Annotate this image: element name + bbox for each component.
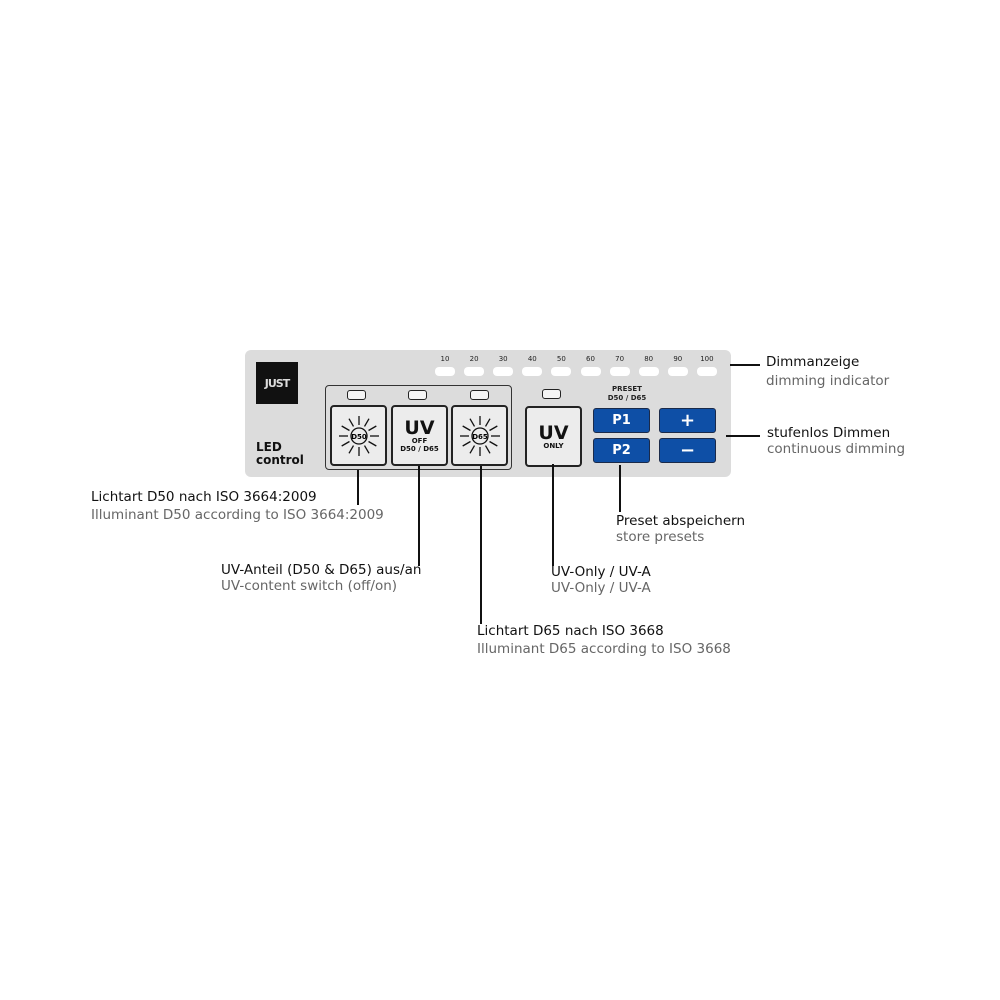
led-uv-only xyxy=(542,389,561,399)
dimming-scale-label: 100 xyxy=(700,355,714,363)
sun-ray xyxy=(461,424,471,431)
leader-line xyxy=(726,435,760,437)
callout-de: UV-Anteil (D50 & D65) aus/an xyxy=(221,562,422,578)
sun-ray xyxy=(340,424,350,431)
title-line2: control xyxy=(256,453,304,467)
sun-ray xyxy=(461,440,471,447)
callout-en: UV-Only / UV-A xyxy=(551,580,651,596)
leader-line xyxy=(480,466,482,624)
dimming-indicator-led xyxy=(580,367,601,376)
dimming-scale-label: 60 xyxy=(586,355,595,363)
preset-l2: D50 / D65 xyxy=(607,394,647,402)
dimming-scale-label: 90 xyxy=(673,355,683,363)
dim-down-button[interactable]: − xyxy=(659,438,716,463)
dimming-indicator-led xyxy=(609,367,630,376)
callout-de: stufenlos Dimmen xyxy=(767,425,891,441)
dimming-scale-label: 80 xyxy=(644,355,654,363)
sun-ray xyxy=(340,440,350,447)
leader-line xyxy=(418,466,420,566)
callout-de: Lichtart D65 nach ISO 3668 xyxy=(477,623,664,639)
leader-line xyxy=(552,464,554,566)
dimming-indicator-led xyxy=(435,367,455,376)
callout-de: Lichtart D50 nach ISO 3664:2009 xyxy=(91,489,317,505)
callout-en: continuous dimming xyxy=(767,441,906,457)
sun-ray xyxy=(367,424,377,431)
dimming-scale-label: 20 xyxy=(469,355,479,363)
dimming-indicator-led xyxy=(551,367,572,376)
sun-ray xyxy=(363,417,370,427)
leader-line xyxy=(619,465,621,512)
uv-label: UV xyxy=(404,416,435,439)
d50-d65-label: D50 / D65 xyxy=(400,444,439,453)
callout-de: UV-Only / UV-A xyxy=(551,564,651,580)
dimming-scale-label: 50 xyxy=(556,355,566,363)
callout-de: Preset abspeichern xyxy=(616,513,746,529)
sun-ray xyxy=(484,444,491,454)
sun-ray xyxy=(468,444,475,454)
callout-en: store presets xyxy=(616,529,705,545)
dimming-scale-label: 40 xyxy=(527,355,537,363)
preset-l1: PRESET xyxy=(612,385,642,393)
sun-ray xyxy=(484,417,491,427)
preset-p1-button[interactable]: P1 xyxy=(593,408,650,433)
sun-ray xyxy=(468,417,475,427)
d65-label: D65 xyxy=(472,433,488,441)
dimming-indicator-led xyxy=(667,367,688,376)
dimming-indicator-led xyxy=(464,367,485,376)
d65-button[interactable]: D65 xyxy=(451,405,508,466)
d50-button[interactable]: D50 xyxy=(330,405,387,466)
led-d50 xyxy=(347,390,366,400)
off-label: OFF xyxy=(411,436,428,445)
sun-ray xyxy=(367,440,377,447)
led-d65 xyxy=(470,390,489,400)
sun-ray xyxy=(347,417,354,427)
sun-ray xyxy=(347,444,354,454)
callout-en: dimming indicator xyxy=(766,373,890,389)
dimming-scale-label: 30 xyxy=(498,355,508,363)
sun-ray xyxy=(363,444,370,454)
callout-de: Dimmanzeige xyxy=(766,354,860,370)
callout-en: Illuminant D50 according to ISO 3664:200… xyxy=(91,507,384,523)
dimming-scale-label: 70 xyxy=(615,355,625,363)
led-uv-off xyxy=(408,390,427,400)
sun-ray xyxy=(488,424,498,431)
just-logo: JUST xyxy=(256,362,298,404)
only-label: ONLY xyxy=(543,441,564,450)
leader-line xyxy=(357,470,359,505)
preset-p2-button[interactable]: P2 xyxy=(593,438,650,463)
sun-ray xyxy=(488,440,498,447)
callout-en: Illuminant D65 according to ISO 3668 xyxy=(477,641,731,657)
sun-icon: D50 xyxy=(338,415,379,456)
d50-label: D50 xyxy=(351,433,367,441)
callout-en: UV-content switch (off/on) xyxy=(221,578,398,594)
sun-icon: D65 xyxy=(459,415,500,456)
title-line1: LED xyxy=(256,440,282,454)
uv-label: UV xyxy=(538,421,569,444)
dimming-scale-label: 10 xyxy=(440,355,450,363)
dimming-indicator-led xyxy=(638,367,659,376)
leader-line xyxy=(730,364,760,366)
dimming-indicator-led xyxy=(522,367,543,376)
uv-off-button[interactable]: UV OFF D50 / D65 xyxy=(391,405,448,466)
callout-dimming: Dimmanzeige dimming indicator xyxy=(766,354,889,389)
dimming-indicator-led xyxy=(493,367,514,376)
dimming-indicator-led xyxy=(696,367,717,376)
dim-up-button[interactable]: + xyxy=(659,408,716,433)
uv-only-button[interactable]: UV ONLY xyxy=(525,406,582,467)
